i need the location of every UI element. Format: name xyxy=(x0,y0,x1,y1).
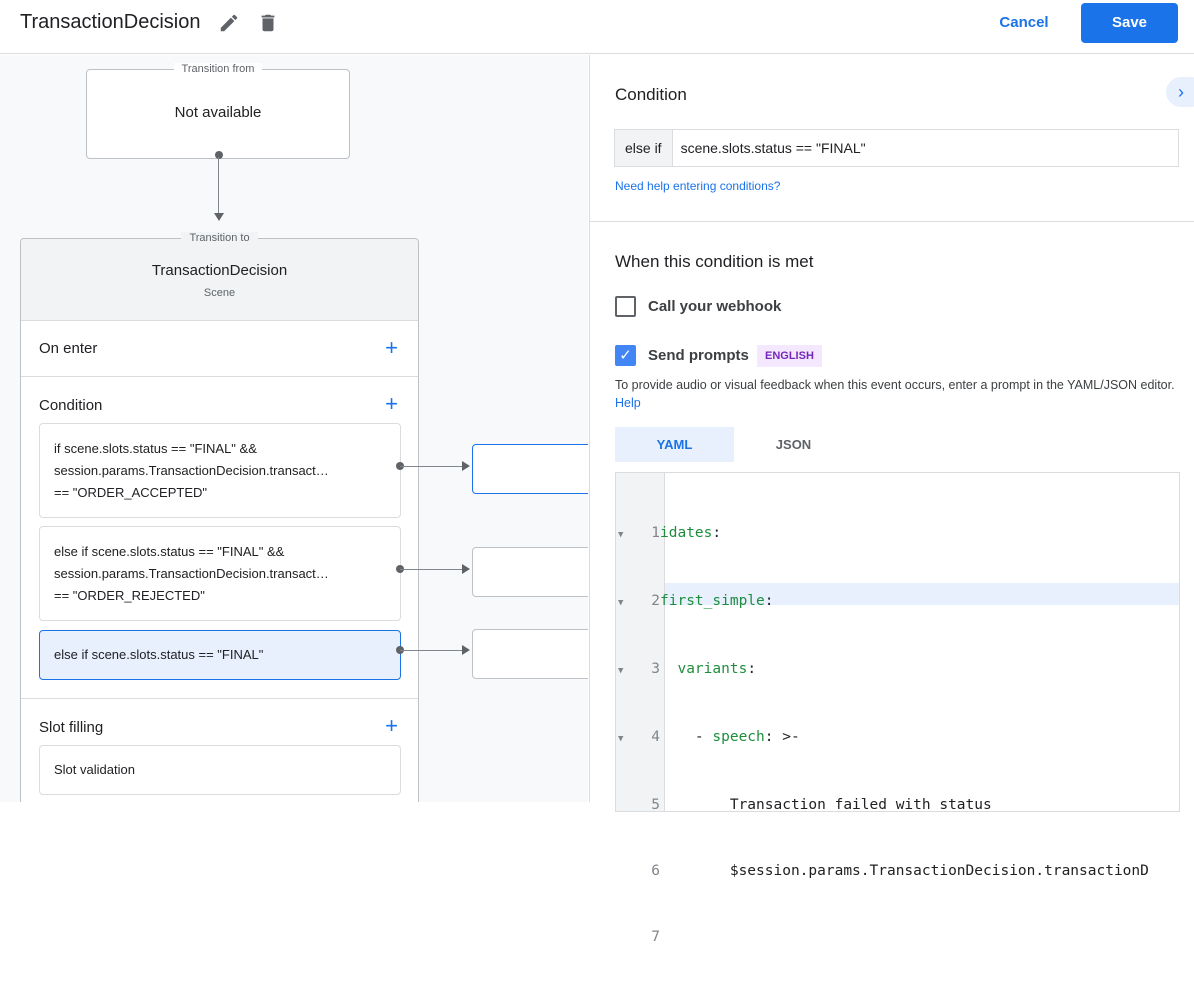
text: == "ORDER_REJECTED" xyxy=(54,587,205,603)
send-prompts-checkbox[interactable]: ✓ xyxy=(615,345,636,366)
language-badge: ENGLISH xyxy=(757,345,822,367)
pencil-icon[interactable] xyxy=(218,12,240,34)
text: 6 xyxy=(651,863,660,879)
code-line: 6 $session.params.TransactionDecision.tr… xyxy=(616,860,1176,882)
condition-panel: › Condition else if scene.slots.status =… xyxy=(589,55,1194,945)
condition-item-selected[interactable]: else if scene.slots.status == "FINAL" xyxy=(39,630,401,680)
scene-card: Transition to TransactionDecision Scene … xyxy=(20,232,419,802)
add-condition-icon[interactable]: + xyxy=(385,391,398,416)
fold-arrow-icon[interactable]: ▼ xyxy=(618,530,624,540)
transition-from-value: Not available xyxy=(174,104,262,121)
save-button[interactable]: Save xyxy=(1081,3,1178,43)
text: Transaction failed with status xyxy=(660,797,992,813)
text: 3 xyxy=(651,661,660,677)
slot-validation-item[interactable]: Slot validation xyxy=(39,745,401,795)
add-slot-icon[interactable]: + xyxy=(385,713,398,738)
condition-section: Condition + if scene.slots.status == "FI… xyxy=(21,376,418,698)
text: : xyxy=(712,525,722,541)
transition-from-label: Transition from xyxy=(173,63,263,75)
transition-target[interactable] xyxy=(472,547,588,597)
scene-type: Scene xyxy=(203,287,236,299)
scene-name: TransactionDecision xyxy=(151,262,288,279)
text: 7 xyxy=(651,929,660,945)
text: else if scene.slots.status == "FINAL" && xyxy=(54,543,285,559)
connector-line xyxy=(400,650,466,651)
text: 5 xyxy=(651,797,660,813)
text: $session.params.TransactionDecision.tran… xyxy=(660,863,1149,879)
code-line: ▼ 4 - speech: >- xyxy=(616,726,1176,750)
condition-prefix: else if xyxy=(615,130,673,166)
text: session.params.TransactionDecision.trans… xyxy=(54,462,329,478)
condition-input[interactable]: else if scene.slots.status == "FINAL" xyxy=(614,129,1179,167)
slot-filling-section: Slot filling + Slot validation xyxy=(21,698,418,802)
scene-title: TransactionDecision xyxy=(20,11,201,33)
text: variants xyxy=(677,661,748,677)
code-line: ▼ 1idates: xyxy=(616,522,1176,546)
condition-item[interactable]: if scene.slots.status == "FINAL" && sessi… xyxy=(39,423,401,518)
text: : xyxy=(764,593,774,609)
connector-line xyxy=(218,157,219,219)
fold-arrow-icon[interactable]: ▼ xyxy=(618,598,624,608)
header: TransactionDecision Cancel Save xyxy=(0,0,1194,54)
send-prompts-label: Send prompts xyxy=(648,347,749,364)
cancel-button[interactable]: Cancel xyxy=(999,14,1049,31)
connector-line xyxy=(400,569,466,570)
help-conditions-link[interactable]: Need help entering conditions? xyxy=(615,179,781,193)
text: 2 xyxy=(651,593,660,609)
editor-gutter xyxy=(616,473,665,811)
arrow-head-icon xyxy=(462,461,470,471)
code-line: 7 xyxy=(616,926,1176,948)
transition-target[interactable] xyxy=(472,444,588,494)
collapse-panel-chevron-icon[interactable]: › xyxy=(1166,77,1194,107)
text: idates xyxy=(660,525,713,541)
webhook-checkbox[interactable] xyxy=(615,296,636,317)
text: first_simple xyxy=(660,593,765,609)
code-line: ▼ 2first_simple: xyxy=(616,590,1176,614)
trash-icon[interactable] xyxy=(257,11,279,35)
text: To provide audio or visual feedback when… xyxy=(615,378,1175,392)
fold-arrow-icon[interactable]: ▼ xyxy=(618,666,624,676)
arrow-head-icon xyxy=(462,564,470,574)
code-editor[interactable]: ▼ 1idates: ▼ 2first_simple: ▼ 3 variants: ▼… xyxy=(615,472,1180,945)
condition-expression[interactable]: scene.slots.status == "FINAL" xyxy=(680,140,866,156)
text: : >- xyxy=(764,729,800,745)
transition-target[interactable] xyxy=(472,629,588,679)
on-enter-label: On enter xyxy=(39,340,98,357)
code-line: ▼ 3 variants: xyxy=(616,658,1176,682)
text: 4 xyxy=(651,729,660,745)
text: : xyxy=(747,661,757,677)
met-title: When this condition is met xyxy=(615,252,814,271)
condition-title: Condition xyxy=(615,85,687,104)
active-line-highlight xyxy=(665,583,1179,605)
divider xyxy=(590,221,1194,222)
condition-label: Condition xyxy=(39,397,103,414)
on-enter-section[interactable]: On enter + xyxy=(21,320,418,376)
add-on-enter-icon[interactable]: + xyxy=(385,335,398,360)
arrow-head-icon xyxy=(462,645,470,655)
condition-item[interactable]: else if scene.slots.status == "FINAL" &&… xyxy=(39,526,401,621)
prompt-description: To provide audio or visual feedback when… xyxy=(615,376,1175,412)
text: == "ORDER_ACCEPTED" xyxy=(54,484,207,500)
help-link[interactable]: Help xyxy=(615,396,641,410)
fold-arrow-icon[interactable]: ▼ xyxy=(618,734,624,744)
connector-line xyxy=(400,466,466,467)
code-line: 5 Transaction failed with status xyxy=(616,794,1176,816)
connector-dot xyxy=(215,151,223,159)
tab-yaml[interactable]: YAML xyxy=(615,427,734,462)
tab-json[interactable]: JSON xyxy=(775,437,812,452)
transition-from-card: Transition from Not available xyxy=(86,63,350,159)
text: session.params.TransactionDecision.trans… xyxy=(54,565,329,581)
arrow-head-icon xyxy=(214,213,224,221)
text: Slot validation xyxy=(54,762,135,777)
text: 1 xyxy=(651,525,660,541)
text: else if scene.slots.status == "FINAL" xyxy=(54,647,264,662)
text: speech xyxy=(712,729,765,745)
text: - xyxy=(660,729,713,745)
text xyxy=(660,661,677,677)
flow-canvas: Transition from Not available Transition… xyxy=(0,55,588,802)
transition-to-label: Transition to xyxy=(181,232,258,244)
webhook-label: Call your webhook xyxy=(648,298,782,315)
slot-filling-label: Slot filling xyxy=(39,719,104,736)
text: if scene.slots.status == "FINAL" && xyxy=(54,440,257,456)
